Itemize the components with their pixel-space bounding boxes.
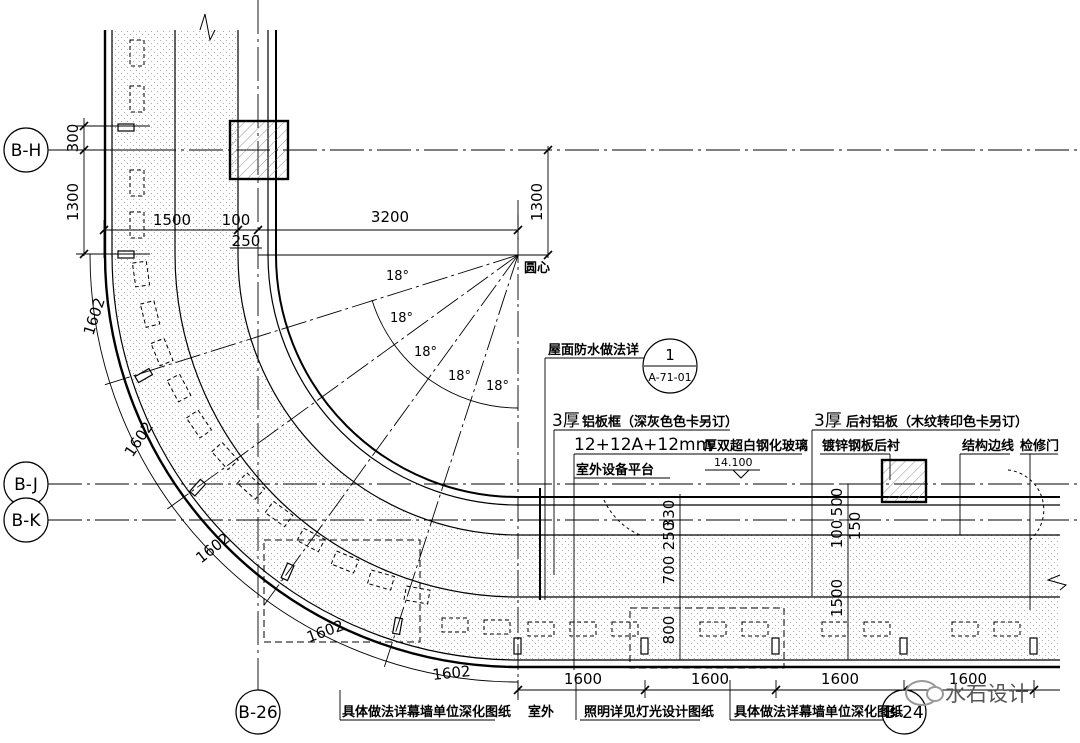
bottom-left-note: 具体做法详幕墙单位深化图纸	[342, 704, 511, 720]
structure-line-note: 结构边线	[962, 438, 1014, 454]
axis-bubble-bh: B-H	[3, 127, 49, 173]
dim-250: 250	[232, 232, 261, 250]
dim-3200: 3200	[371, 208, 409, 226]
center-label: 圆心	[524, 261, 550, 276]
dim-800: 800	[660, 616, 678, 645]
ref-sheet: A-71-01	[648, 371, 691, 384]
dim-100: 100	[222, 211, 251, 229]
glass-spec: 12+12A+12mm	[574, 435, 712, 455]
angle-label-5: 18°	[486, 379, 509, 394]
svg-text:B-K: B-K	[12, 511, 42, 531]
hatched-wall-band	[112, 30, 1060, 660]
dim-1300-right: 1300	[528, 183, 546, 221]
structural-columns	[228, 119, 928, 504]
dimension-lines	[76, 118, 1060, 698]
frame-thickness: 3厚	[552, 411, 580, 431]
elevation-marker	[705, 469, 760, 479]
bottom-dim-1600-1: 1600	[564, 670, 602, 688]
svg-text:B-26: B-26	[238, 703, 277, 723]
platform-note: 室外设备平台	[576, 462, 654, 478]
axis-bubble-bj: B-J	[3, 461, 49, 507]
svg-text:B-J: B-J	[14, 475, 38, 495]
angle-label-3: 18°	[414, 345, 437, 360]
detail-boxes	[263, 469, 1045, 669]
bottom-dim-1600-3: 1600	[821, 670, 859, 688]
angle-label-1: 18°	[386, 269, 409, 284]
arc-dim-1: 1602	[80, 296, 109, 338]
glass-note: 厚双超白钢化玻璃	[704, 438, 808, 454]
dim-500: 500	[828, 488, 846, 517]
svg-text:B-24: B-24	[884, 703, 923, 723]
bottom-right-note: 具体做法详幕墙单位深化图纸	[734, 704, 903, 720]
dim-700: 700	[660, 556, 678, 585]
leader-lines	[339, 357, 1058, 721]
access-door-note: 检修门	[1020, 438, 1059, 454]
dim-330: 330	[660, 500, 678, 529]
annotation-notes: 圆心 屋面防水做法详 3厚 铝板框（深灰色色卡另订） 12+12A+12mm 厚…	[342, 261, 1059, 720]
dim-300: 300	[64, 124, 82, 153]
center-lines	[258, 200, 548, 700]
arc-dimension-line	[89, 253, 519, 683]
wall-outlines	[103, 13, 1068, 669]
wechat-icon	[905, 680, 944, 706]
dim-1500: 1500	[153, 211, 191, 229]
dim-1300-left: 1300	[64, 183, 82, 221]
liner-thickness: 3厚	[814, 411, 842, 431]
lighting-note: 照明详见灯光设计图纸	[584, 704, 714, 720]
axis-bubble-bk: B-K	[3, 497, 49, 543]
ref-number: 1	[665, 346, 675, 364]
dim-150: 150	[846, 512, 864, 541]
watermark: 水石设计	[905, 678, 1029, 708]
outdoor-note: 室外	[528, 704, 554, 720]
angle-label-4: 18°	[448, 369, 471, 384]
steel-plate-note: 镀锌钢板后衬	[822, 438, 900, 454]
frame-note: 铝板框（深灰色色卡另订）	[582, 414, 738, 430]
mullion-boxes	[129, 39, 1021, 637]
angle-arcs	[371, 299, 519, 409]
watermark-text: 水石设计	[945, 682, 1029, 706]
axis-bubble-b26: B-26	[235, 689, 281, 735]
bottom-dim-1600-4: 1600	[949, 670, 987, 688]
dim-250-v: 250	[660, 522, 678, 551]
arc-dim-5: 1602	[432, 662, 472, 684]
angle-label-2: 18°	[390, 311, 413, 326]
elevation-value: 14.100	[714, 456, 753, 469]
dim-100-v: 100	[828, 520, 846, 549]
svg-text:B-H: B-H	[11, 141, 42, 161]
dim-1500-v: 1500	[828, 579, 846, 617]
detail-reference-bubble: 1 A-71-01	[642, 338, 698, 394]
liner-note: 后衬铝板（木纹转印色卡另订）	[846, 414, 1028, 430]
bottom-dim-1600-2: 1600	[691, 670, 729, 688]
radial-lines	[103, 254, 519, 669]
roof-waterproof-note: 屋面防水做法详	[548, 342, 639, 358]
